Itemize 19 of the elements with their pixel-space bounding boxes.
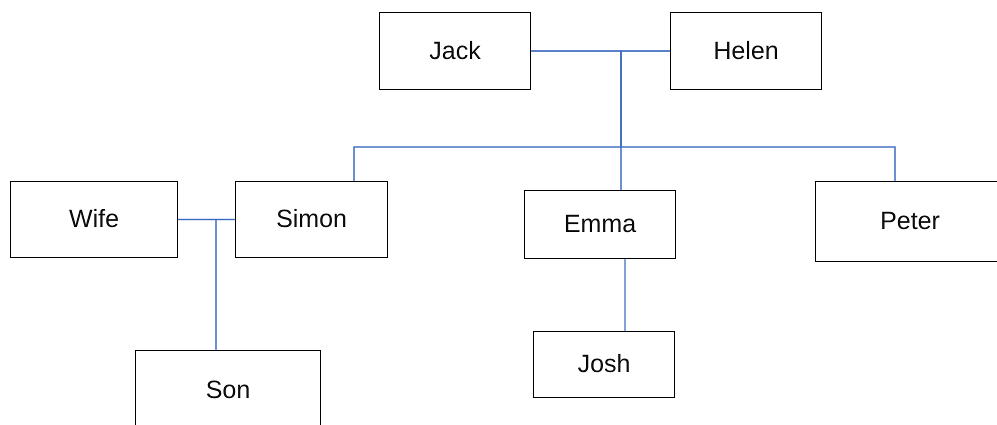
person-box [379, 12, 531, 90]
connector-line [624, 259, 626, 331]
person-name: Peter [880, 207, 940, 236]
person-box [135, 350, 321, 425]
person-box [670, 12, 822, 90]
connector-line [620, 50, 896, 181]
person-box [533, 331, 675, 398]
person-name: Wife [69, 205, 119, 234]
connector-line [215, 218, 235, 350]
person-box [10, 181, 178, 258]
person-name: Jack [429, 36, 481, 66]
person-name: Emma [564, 210, 636, 239]
person-box [815, 181, 997, 262]
person-name: Son [206, 376, 250, 404]
person-name: Simon [276, 205, 347, 234]
person-box [524, 190, 676, 259]
person-name: Helen [713, 36, 779, 66]
person-name: Josh [578, 350, 630, 379]
person-box [235, 181, 388, 258]
